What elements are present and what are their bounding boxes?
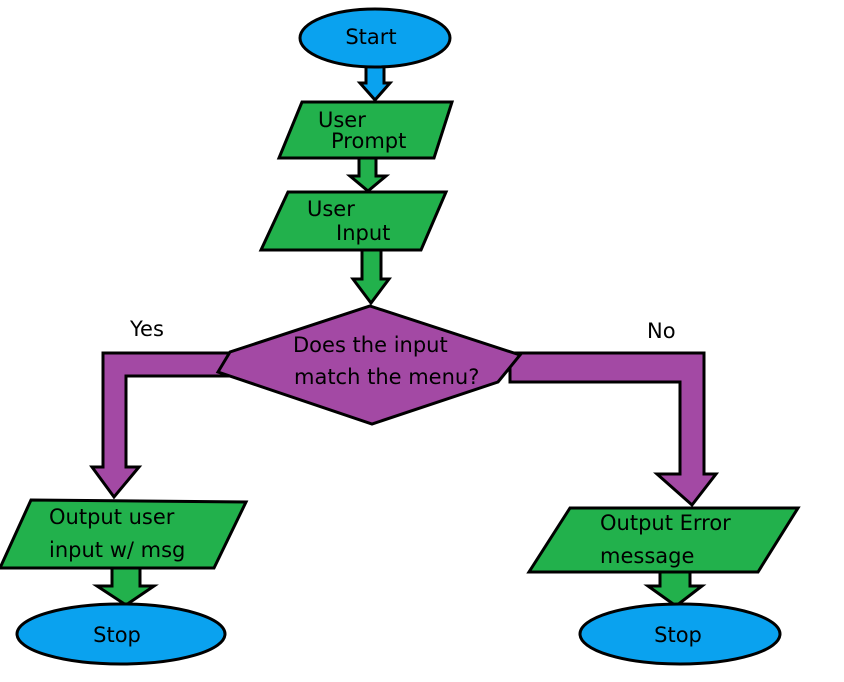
stop-terminal-right <box>578 602 782 666</box>
start-label: Start <box>345 25 396 49</box>
arrow-output-error-to-stop <box>643 570 707 608</box>
no-branch-label: No <box>647 319 676 343</box>
yes-branch-connector <box>89 351 234 500</box>
stop-label-right: Stop <box>654 623 702 647</box>
stop-terminal-left <box>15 602 227 666</box>
stop-label-left: Stop <box>93 623 141 647</box>
arrow-input-to-decision <box>350 248 392 306</box>
user-prompt-label-line2: Prompt <box>331 129 406 153</box>
decision-label-line1: Does the input <box>293 333 448 357</box>
decision-node <box>215 304 523 426</box>
arrow-start-to-prompt <box>356 64 394 103</box>
decision-label-line2: match the menu? <box>294 365 479 389</box>
user-input-label-line2: Input <box>336 221 390 245</box>
user-prompt-node <box>276 100 455 160</box>
output-user-label-line2: input w/ msg <box>49 538 185 562</box>
start-terminal <box>298 7 452 69</box>
no-branch-connector <box>508 351 720 508</box>
arrow-output-user-to-stop <box>91 566 159 607</box>
output-error-node <box>526 506 801 574</box>
arrow-prompt-to-input <box>345 156 391 193</box>
yes-branch-label: Yes <box>129 317 164 341</box>
user-prompt-label-line1: User <box>318 108 366 132</box>
output-error-label-line2: message <box>600 544 694 568</box>
output-user-node <box>0 498 249 570</box>
user-input-node <box>258 190 449 252</box>
output-user-label-line1: Output user <box>49 505 175 529</box>
output-error-label-line1: Output Error <box>600 511 731 535</box>
user-input-label-line1: User <box>307 197 355 221</box>
